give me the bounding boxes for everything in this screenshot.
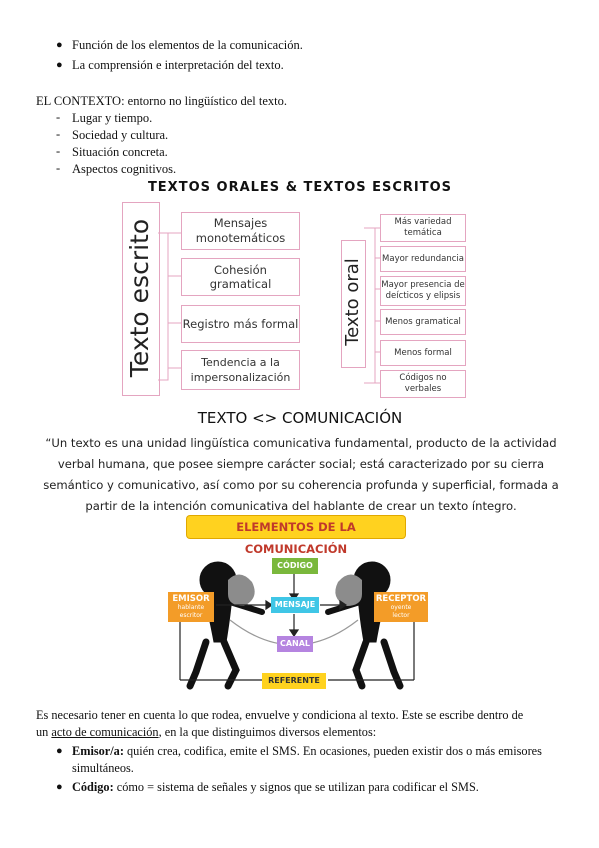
diagram1-connectors bbox=[158, 227, 380, 384]
top-bullet-2: La comprensión e interpretación del text… bbox=[72, 58, 284, 72]
bullet-icon: ● bbox=[56, 39, 63, 51]
para-line-2: un acto de comunicación, en la que disti… bbox=[36, 724, 376, 740]
oral-item-2: Mayor redundancia bbox=[380, 246, 466, 272]
element-emisor-cont: simultáneos. bbox=[72, 761, 134, 775]
dash-icon: - bbox=[56, 110, 61, 124]
bullet-icon: ● bbox=[56, 781, 63, 793]
oral-item-6: Códigos no verbales bbox=[380, 370, 466, 398]
contexto-item-4: Aspectos cognitivos. bbox=[72, 162, 177, 176]
top-bullet-1: Función de los elementos de la comunicac… bbox=[72, 38, 303, 52]
emisor-sub1: hablante bbox=[177, 604, 205, 611]
dash-icon: - bbox=[56, 144, 61, 158]
emisor-speech-icon bbox=[228, 574, 255, 606]
oral-item-5: Menos formal bbox=[380, 340, 466, 366]
contexto-rest: : entorno no lingüístico del texto. bbox=[121, 94, 288, 108]
canal-box: CANAL bbox=[277, 636, 313, 652]
element-emisor-term: Emisor/a: bbox=[72, 744, 124, 758]
contexto-line: EL CONTEXTO: entorno no lingüístico del … bbox=[36, 93, 287, 109]
dash-icon: - bbox=[56, 127, 61, 141]
element-codigo: Código: cómo = sistema de señales y sign… bbox=[72, 779, 479, 795]
bullet-icon: ● bbox=[56, 59, 63, 71]
quote-paragraph: “Un texto es una unidad lingüística comu… bbox=[43, 436, 559, 513]
texto-escrito-frame bbox=[122, 202, 160, 396]
para-line-1: Es necesario tener en cuenta lo que rode… bbox=[36, 708, 524, 722]
element-emisor-desc: quién crea, codifica, emite el SMS. En o… bbox=[123, 744, 542, 758]
escrito-item-1: Mensajes monotemáticos bbox=[181, 212, 300, 250]
escrito-item-4: Tendencia a la impersonalización bbox=[181, 350, 300, 390]
escrito-item-2: Cohesión gramatical bbox=[181, 258, 300, 296]
section-title: TEXTO <> COMUNICACIÓN bbox=[197, 409, 403, 427]
contexto-item-1: Lugar y tiempo. bbox=[72, 111, 153, 125]
receptor-box: RECEPTOR oyente lector bbox=[374, 592, 428, 622]
diagram1-title: TEXTOS ORALES & TEXTOS ESCRITOS bbox=[147, 180, 453, 195]
codigo-box: CÓDIGO bbox=[272, 558, 318, 574]
oral-item-4: Menos gramatical bbox=[380, 309, 466, 335]
texto-escrito-label: Texto escrito bbox=[125, 218, 154, 378]
referente-box: REFERENTE bbox=[262, 673, 326, 689]
emisor-figure-icon bbox=[186, 561, 265, 690]
contexto-label: EL CONTEXTO bbox=[36, 94, 122, 108]
element-emisor: Emisor/a: quién crea, codifica, emite el… bbox=[72, 743, 542, 759]
mensaje-box: MENSAJE bbox=[271, 597, 319, 613]
receptor-figure-icon bbox=[325, 561, 404, 690]
contexto-item-2: Sociedad y cultura. bbox=[72, 128, 169, 142]
escrito-item-3: Registro más formal bbox=[181, 305, 300, 343]
emisor-sub2: escritor bbox=[179, 612, 203, 619]
oral-item-1: Más variedad temática bbox=[380, 214, 466, 242]
para-post: , en la que distinguimos diversos elemen… bbox=[158, 725, 377, 739]
acto-comunicacion-link[interactable]: acto de comunicación bbox=[51, 725, 159, 739]
emisor-title: EMISOR bbox=[172, 594, 210, 604]
para-pre: un bbox=[36, 725, 52, 739]
receptor-title: RECEPTOR bbox=[375, 594, 427, 604]
dash-icon: - bbox=[56, 161, 61, 175]
texto-oral-frame bbox=[341, 240, 366, 368]
emisor-box: EMISOR hablante escritor bbox=[168, 592, 214, 622]
contexto-item-3: Situación concreta. bbox=[72, 145, 168, 159]
oral-item-3: Mayor presencia de deícticos y elipsis bbox=[380, 276, 466, 306]
bullet-icon: ● bbox=[56, 745, 63, 757]
receptor-speech-icon bbox=[335, 574, 362, 606]
element-codigo-term: Código: bbox=[72, 780, 114, 794]
diagram2-title: ELEMENTOS DE LA COMUNICACIÓN bbox=[187, 516, 405, 556]
element-codigo-desc: cómo = sistema de señales y signos que s… bbox=[113, 780, 479, 794]
texto-oral-label: Texto oral bbox=[342, 258, 363, 346]
receptor-sub2: lector bbox=[392, 612, 410, 619]
receptor-sub1: oyente bbox=[390, 604, 412, 611]
